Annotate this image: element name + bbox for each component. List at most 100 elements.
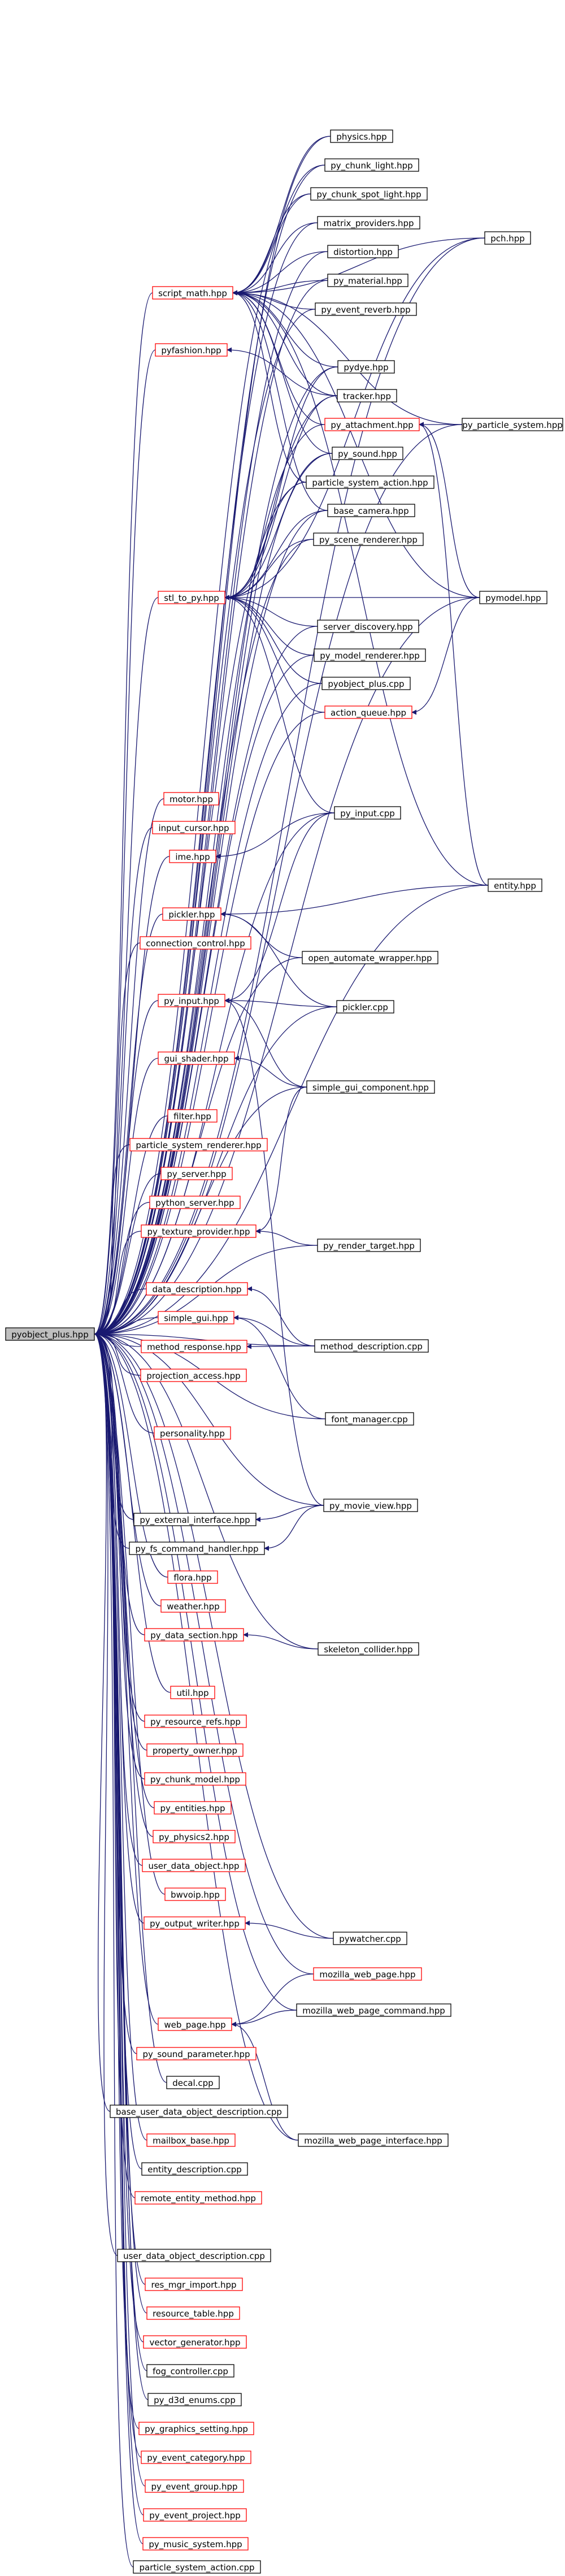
node-particle-system-action[interactable]: particle_system_action.hpp [306, 475, 434, 489]
node-font-manager[interactable]: font_manager.cpp [325, 1412, 414, 1426]
node-gui-shader[interactable]: gui_shader.hpp [158, 1051, 235, 1065]
node-pywatcher[interactable]: pywatcher.cpp [333, 1932, 407, 1945]
node-simple-gui[interactable]: simple_gui.hpp [158, 1311, 234, 1324]
node-box [323, 1499, 418, 1512]
node-py-graphics-setting[interactable]: py_graphics_setting.hpp [138, 2422, 254, 2435]
node-decal[interactable]: decal.cpp [166, 2076, 220, 2089]
node-physics[interactable]: physics.hpp [330, 129, 393, 143]
node-py-sound[interactable]: py_sound.hpp [332, 447, 403, 460]
node-user-data-object-description[interactable]: user_data_object_description.cpp [117, 2249, 271, 2262]
node-projection-access[interactable]: projection_access.hpp [140, 1369, 247, 1382]
node-box [315, 302, 417, 316]
node-resource-table[interactable]: resource_table.hpp [146, 2306, 240, 2320]
node-py-input[interactable]: py_input.hpp [158, 994, 225, 1007]
node-pch[interactable]: pch.hpp [484, 231, 531, 245]
node-flora[interactable]: flora.hpp [167, 1570, 218, 1584]
node-pydye[interactable]: pydye.hpp [337, 360, 395, 374]
node-py-movie-view[interactable]: py_movie_view.hpp [323, 1499, 418, 1512]
node-pymodel[interactable]: pymodel.hpp [479, 591, 547, 604]
node-util[interactable]: util.hpp [170, 1686, 215, 1699]
node-entity[interactable]: entity.hpp [488, 878, 542, 892]
node-weather[interactable]: weather.hpp [160, 1599, 226, 1613]
node-server-discovery[interactable]: server_discovery.hpp [317, 620, 419, 633]
node-py-entities[interactable]: py_entities.hpp [154, 1801, 232, 1815]
node-stl-to-py[interactable]: stl_to_py.hpp [158, 591, 225, 604]
edge-personality-to-pyobject_plus [94, 1331, 155, 1434]
node-pyfashion[interactable]: pyfashion.hpp [155, 343, 228, 357]
node-skeleton-collider[interactable]: skeleton_collider.hpp [318, 1642, 419, 1656]
node-ime[interactable]: ime.hpp [169, 850, 216, 863]
node-py-chunk-light[interactable]: py_chunk_light.hpp [324, 158, 419, 172]
node-py-event-group[interactable]: py_event_group.hpp [145, 2479, 244, 2493]
node-mozilla-web-page-command[interactable]: mozilla_web_page_command.hpp [296, 2003, 451, 2017]
node-python-server[interactable]: python_server.hpp [149, 1196, 241, 1209]
node-label: distortion.hpp [333, 247, 393, 257]
node-personality[interactable]: personality.hpp [154, 1426, 231, 1440]
node-method-description[interactable]: method_description.cpp [314, 1339, 429, 1353]
node-mozilla-web-page-interface[interactable]: mozilla_web_page_interface.hpp [298, 2133, 449, 2147]
node-method-response[interactable]: method_response.hpp [141, 1340, 247, 1353]
node-property-owner[interactable]: property_owner.hpp [146, 1743, 244, 1757]
node-py-particle-system[interactable]: py_particle_system.hpp [462, 418, 563, 431]
node-label: motor.hpp [169, 794, 213, 804]
node-particle-system-action-cpp[interactable]: particle_system_action.cpp [133, 2560, 261, 2574]
edge-py_input_cpp-to-ime [215, 812, 335, 859]
node-script-math[interactable]: script_math.hpp [152, 286, 233, 300]
node-bwvoip[interactable]: bwvoip.hpp [164, 1887, 226, 1901]
node-py-texture-provider[interactable]: py_texture_provider.hpp [141, 1224, 257, 1238]
node-py-scene-renderer[interactable]: py_scene_renderer.hpp [313, 532, 424, 546]
node-py-music-system[interactable]: py_music_system.hpp [142, 2537, 249, 2551]
node-py-physics2[interactable]: py_physics2.hpp [153, 1830, 236, 1843]
node-py-data-section[interactable]: py_data_section.hpp [144, 1628, 244, 1642]
node-mozilla-web-page[interactable]: mozilla_web_page.hpp [313, 1967, 422, 1981]
edge-particle_system_action-to-script_math [232, 290, 307, 483]
node-open-automate-wrapper[interactable]: open_automate_wrapper.hpp [302, 951, 438, 964]
node-action-queue[interactable]: action_queue.hpp [324, 705, 412, 719]
node-mailbox-base[interactable]: mailbox_base.hpp [146, 2133, 236, 2147]
node-py-attachment[interactable]: py_attachment.hpp [324, 418, 420, 431]
node-label: decal.cpp [172, 2078, 213, 2088]
node-web-page[interactable]: web_page.hpp [158, 2017, 232, 2031]
node-py-event-reverb[interactable]: py_event_reverb.hpp [315, 302, 417, 316]
node-py-input-cpp[interactable]: py_input.cpp [334, 806, 401, 820]
node-py-server[interactable]: py_server.hpp [160, 1167, 233, 1180]
node-py-fs-command-handler[interactable]: py_fs_command_handler.hpp [129, 1542, 265, 1555]
node-res-mgr-import[interactable]: res_mgr_import.hpp [145, 2278, 243, 2291]
node-py-d3d-enums[interactable]: py_d3d_enums.cpp [147, 2393, 242, 2406]
node-input-cursor[interactable]: input_cursor.hpp [152, 821, 236, 834]
node-py-external-interface[interactable]: py_external_interface.hpp [133, 1513, 257, 1526]
node-user-data-object[interactable]: user_data_object.hpp [142, 1859, 246, 1872]
node-py-chunk-spot-light[interactable]: py_chunk_spot_light.hpp [310, 187, 428, 201]
node-pyobject-plus[interactable]: pyobject_plus.hpp [5, 1327, 95, 1341]
node-py-render-target[interactable]: py_render_target.hpp [317, 1239, 421, 1252]
node-motor[interactable]: motor.hpp [163, 792, 219, 806]
node-connection-control[interactable]: connection_control.hpp [140, 936, 251, 950]
node-simple-gui-component[interactable]: simple_gui_component.hpp [306, 1080, 435, 1094]
node-remote-entity-method[interactable]: remote_entity_method.hpp [134, 2191, 262, 2205]
node-pyobject-plus-cpp[interactable]: pyobject_plus.cpp [321, 677, 411, 690]
node-particle-system-renderer[interactable]: particle_system_renderer.hpp [129, 1138, 268, 1151]
node-py-output-writer[interactable]: py_output_writer.hpp [144, 1916, 246, 1930]
node-py-resource-refs[interactable]: py_resource_refs.hpp [144, 1715, 247, 1728]
node-py-sound-parameter[interactable]: py_sound_parameter.hpp [136, 2047, 257, 2060]
node-py-event-project[interactable]: py_event_project.hpp [143, 2508, 247, 2522]
node-matrix-providers[interactable]: matrix_providers.hpp [317, 216, 420, 230]
node-tracker[interactable]: tracker.hpp [337, 389, 397, 402]
node-fog-controller[interactable]: fog_controller.cpp [146, 2364, 234, 2378]
node-box [318, 1642, 419, 1656]
node-py-chunk-model[interactable]: py_chunk_model.hpp [144, 1772, 246, 1786]
node-box [334, 806, 401, 820]
node-pickler[interactable]: pickler.hpp [162, 907, 221, 921]
node-py-model-renderer[interactable]: py_model_renderer.hpp [314, 648, 426, 662]
node-py-event-category[interactable]: py_event_category.hpp [141, 2451, 251, 2464]
node-vector-generator[interactable]: vector_generator.hpp [143, 2335, 247, 2349]
node-data-description[interactable]: data_description.hpp [146, 1282, 248, 1296]
node-filter[interactable]: filter.hpp [167, 1109, 218, 1123]
node-box [145, 2278, 243, 2291]
node-distortion[interactable]: distortion.hpp [327, 245, 399, 258]
node-entity-description[interactable]: entity_description.cpp [141, 2162, 248, 2176]
node-base-user-data-object-description[interactable]: base_user_data_object_description.cpp [110, 2105, 288, 2118]
node-py-material[interactable]: py_material.hpp [327, 274, 408, 287]
node-base-camera[interactable]: base_camera.hpp [327, 504, 415, 517]
node-pickler-cpp[interactable]: pickler.cpp [336, 1000, 394, 1014]
